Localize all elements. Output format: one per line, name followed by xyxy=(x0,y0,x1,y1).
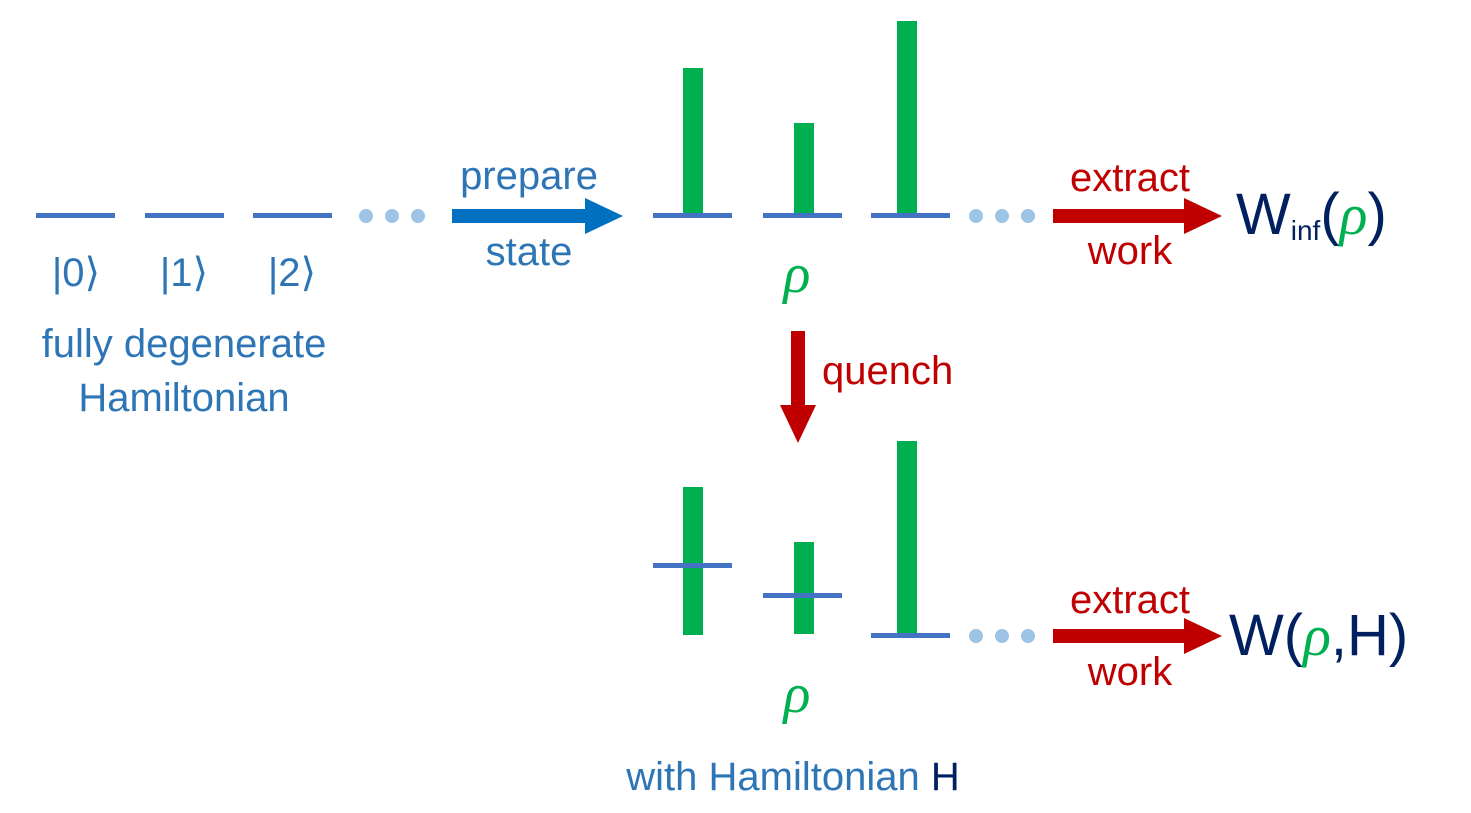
extract-arrow-shaft-top xyxy=(1053,209,1188,223)
bottom-caption: with Hamiltonian H xyxy=(625,755,959,799)
bottom-caption-text: with Hamiltonian xyxy=(625,755,931,799)
bottom-population-bar-2 xyxy=(897,441,917,635)
state-kets: |0⟩ |1⟩ |2⟩ xyxy=(52,251,316,295)
work-label-top: work xyxy=(1087,229,1173,273)
bottom-level-line-0 xyxy=(653,563,732,568)
comma-h-close: ,H) xyxy=(1331,603,1408,668)
top-rho-label: ρ xyxy=(782,243,811,305)
top-state: ρ xyxy=(653,21,1035,305)
bottom-population-bar-0 xyxy=(683,487,703,635)
extract-arrow-head-bottom xyxy=(1184,618,1222,654)
rho-in-w: ρ xyxy=(1301,603,1331,668)
caption-fully-degenerate: fully degenerate xyxy=(42,322,327,366)
level-line-1 xyxy=(145,213,224,218)
bottom-level-line-1 xyxy=(763,593,842,598)
prepare-state-arrow: prepare state xyxy=(452,154,623,274)
bottom-caption-H: H xyxy=(931,755,960,799)
result-w-inf: Winf(ρ) xyxy=(1236,182,1387,247)
open-paren: ( xyxy=(1320,182,1339,247)
bottom-rho-label: ρ xyxy=(782,663,811,725)
ket-2: |2⟩ xyxy=(268,251,316,295)
inf-subscript: inf xyxy=(1291,215,1321,246)
top-level-line-1 xyxy=(763,213,842,218)
extract-arrow-head-top xyxy=(1184,198,1222,234)
left-caption: fully degenerate Hamiltonian xyxy=(42,322,327,420)
quench-arrow: quench xyxy=(780,331,953,443)
extract-label-top: extract xyxy=(1070,156,1190,200)
prepare-arrow-shaft xyxy=(452,209,590,223)
work-label-bottom: work xyxy=(1087,650,1173,694)
result-w-rho-h: W(ρ,H) xyxy=(1229,603,1408,668)
rho-in-w-inf: ρ xyxy=(1338,182,1368,247)
ket-0: |0⟩ xyxy=(52,251,100,295)
quench-arrow-head xyxy=(780,405,816,443)
bottom-population-bar-1 xyxy=(794,542,814,634)
close-paren: ) xyxy=(1368,182,1387,247)
ellipsis-dots-top xyxy=(969,209,1035,223)
extract-work-arrow-bottom: extract work xyxy=(1053,578,1222,694)
top-population-bar-0 xyxy=(683,68,703,216)
top-population-bar-1 xyxy=(794,123,814,216)
extract-label-bottom: extract xyxy=(1070,578,1190,622)
ellipsis-dots-bottom xyxy=(969,629,1035,643)
top-level-line-0 xyxy=(653,213,732,218)
bottom-state: ρ with Hamiltonian H xyxy=(625,441,1035,799)
quench-arrow-shaft xyxy=(791,331,805,409)
caption-hamiltonian: Hamiltonian xyxy=(78,376,289,420)
extract-work-arrow-top: extract work xyxy=(1053,156,1222,273)
w-symbol: W xyxy=(1236,182,1291,247)
prepare-label: prepare xyxy=(460,154,598,198)
prepare-arrow-head xyxy=(585,198,623,234)
level-line-0 xyxy=(36,213,115,218)
top-level-line-2 xyxy=(871,213,950,218)
ket-1: |1⟩ xyxy=(160,251,208,295)
level-line-2 xyxy=(253,213,332,218)
state-label: state xyxy=(486,230,573,274)
degenerate-levels xyxy=(36,209,425,223)
top-population-bar-2 xyxy=(897,21,917,216)
bottom-level-line-2 xyxy=(871,633,950,638)
extract-arrow-shaft-bottom xyxy=(1053,629,1188,643)
ellipsis-dots-left xyxy=(359,209,425,223)
quench-label: quench xyxy=(822,349,953,393)
w-open: W( xyxy=(1229,603,1303,668)
